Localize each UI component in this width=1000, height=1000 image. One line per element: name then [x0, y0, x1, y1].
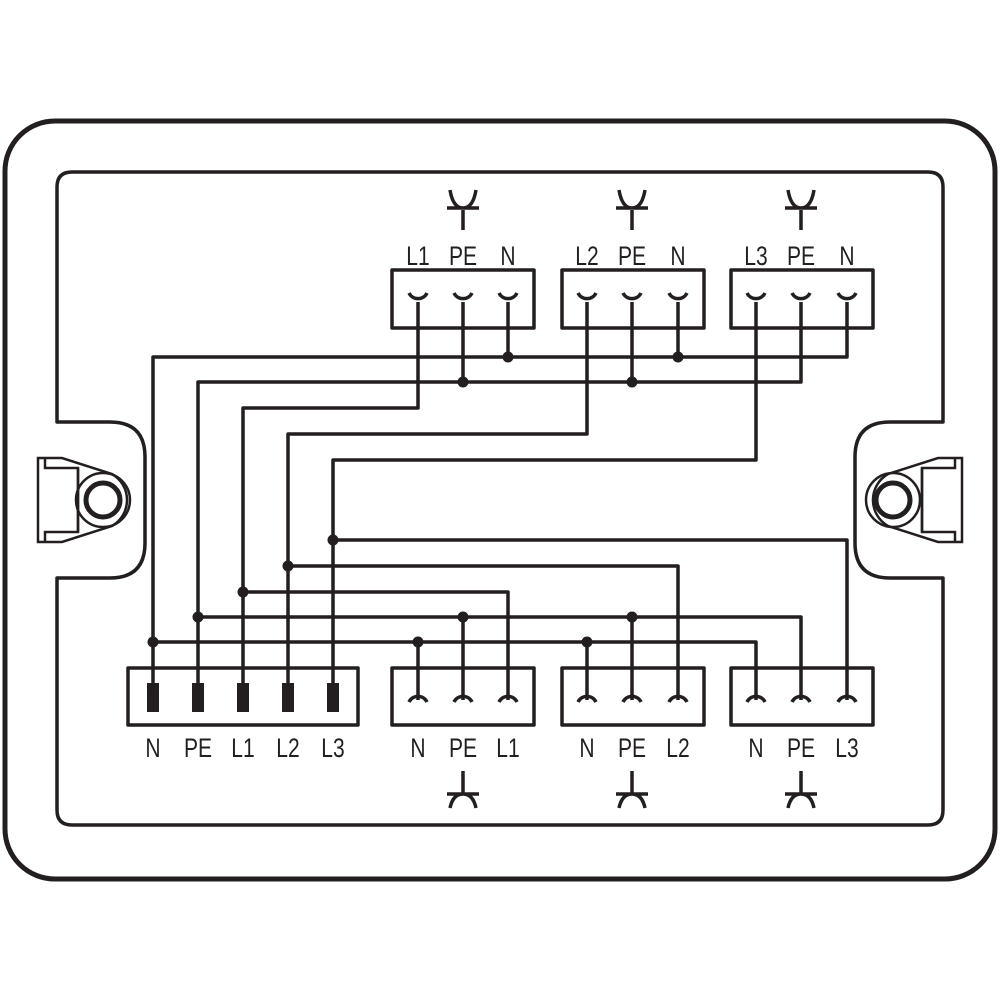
terminal-label: N [410, 734, 425, 764]
terminal-label: PE [449, 242, 477, 272]
wire-pe-out [198, 615, 803, 700]
wire-n-out [153, 640, 758, 700]
terminal-label: L1 [231, 734, 254, 764]
terminal-label: N [839, 242, 854, 272]
wire-l1-out [243, 590, 510, 700]
wire-l1 [241, 302, 420, 700]
wire-l3 [331, 302, 758, 700]
terminal-label: PE [449, 734, 477, 764]
terminal-label: PE [184, 734, 212, 764]
terminal-label: N [500, 242, 515, 272]
socket-icon [785, 189, 817, 230]
socket-contact-icon [790, 292, 812, 301]
screw-lug-icon [864, 456, 964, 544]
terminal-label: L3 [321, 734, 344, 764]
wire-pe-bus [196, 302, 803, 700]
socket-contact-icon [497, 292, 519, 301]
socket-contact-icon [621, 292, 643, 301]
junction-dot [457, 376, 469, 388]
socket-contact-icon [576, 292, 598, 301]
junction-dot [581, 636, 593, 648]
socket-contact-icon [452, 292, 474, 301]
junction-dot [412, 636, 424, 648]
terminal-label: N [579, 734, 594, 764]
terminal-label: L1 [406, 242, 429, 272]
junction-dot [282, 560, 294, 572]
junction-dot [626, 376, 638, 388]
wire-l3-out [333, 538, 849, 700]
terminal-label: L3 [835, 734, 858, 764]
socket-contact-icon [836, 292, 858, 301]
plug-icon [616, 771, 648, 809]
junction-dot [672, 351, 684, 363]
terminal-label: PE [618, 734, 646, 764]
junction-dot [147, 636, 159, 648]
terminal-label: L3 [744, 242, 767, 272]
socket-contact-icon [745, 292, 767, 301]
junction-dot [626, 611, 638, 623]
housing-outline [2, 118, 998, 882]
screw-lug-icon [36, 456, 132, 544]
wire-l2-out [288, 564, 680, 700]
junction-dot [237, 586, 249, 598]
terminal-label: N [145, 734, 160, 764]
socket-icon [616, 189, 648, 230]
plug-icon [447, 771, 479, 809]
socket-contact-icon [407, 292, 429, 301]
wire-n-bus [151, 302, 849, 700]
socket-contact-icon [667, 292, 689, 301]
housing-inner-outline [55, 170, 945, 827]
terminal-label: N [748, 734, 763, 764]
terminal-label: N [670, 242, 685, 272]
terminal-label: PE [787, 242, 815, 272]
junction-dot [457, 611, 469, 623]
junction-dot [327, 534, 339, 546]
socket-icon [447, 189, 479, 230]
terminal-label: L1 [496, 734, 519, 764]
terminal-label: PE [618, 242, 646, 272]
plug-icon [785, 771, 817, 809]
junction-dot [192, 611, 204, 623]
terminal-label: L2 [276, 734, 299, 764]
terminal-label: L2 [575, 242, 598, 272]
terminal-label: L2 [666, 734, 689, 764]
terminal-label: PE [787, 734, 815, 764]
junction-dot [502, 351, 514, 363]
